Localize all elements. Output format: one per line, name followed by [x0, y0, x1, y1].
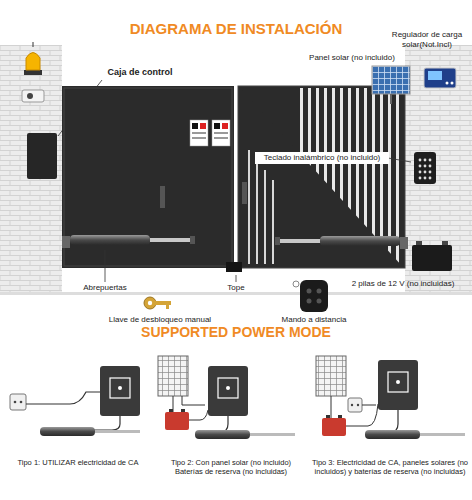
part-label: 2 pilas de 12 V (no incluidas): [336, 279, 470, 289]
power-mode-ac: [10, 366, 140, 436]
part-label: Regulador de carga solar(Not.Incl): [384, 30, 470, 49]
warning-sign: [190, 120, 208, 146]
section-heading: SUPPORTED POWER MODE: [26, 324, 446, 341]
power-mode-combined: [316, 356, 465, 439]
part-label: Llave de desbloqueo manual: [85, 315, 235, 325]
brick-wall: [405, 45, 472, 295]
control-box: [27, 133, 57, 179]
part-label: Caja de control: [85, 67, 195, 78]
power-mode-solar: [158, 356, 295, 439]
mode-caption: Tipo 3: Electricidad de CA, paneles sola…: [310, 458, 470, 476]
gate-opener: [275, 236, 408, 249]
solar-panel: [372, 66, 410, 94]
part-label: Abrepuertas: [65, 283, 145, 293]
part-label: Teclado inalámbrico (no incluido): [255, 152, 389, 164]
charge-regulator: [424, 68, 456, 88]
part-label: Tope: [216, 283, 256, 293]
mode-caption: Tipo 2: Con panel solar (no incluido) Ba…: [156, 458, 306, 476]
gate-stop: [226, 262, 242, 272]
gate-opener: [62, 235, 195, 248]
part-label: Mando a distancia: [259, 315, 369, 325]
keypad: [414, 152, 436, 184]
gate-panel: [62, 86, 234, 268]
part-label: Panel solar (no incluido): [297, 53, 407, 63]
release-key: [144, 297, 171, 309]
brick-wall: [0, 45, 62, 295]
remote-control: [293, 280, 328, 312]
battery-box: [412, 245, 452, 271]
warning-sign: [212, 120, 230, 146]
warning-lamp: [26, 53, 40, 71]
mode-caption: Tipo 1: UTILIZAR electricidad de CA: [3, 458, 153, 467]
gate-panel: [238, 86, 405, 268]
diagram-title: DIAGRAMA DE INSTALACIÓN: [26, 20, 446, 38]
